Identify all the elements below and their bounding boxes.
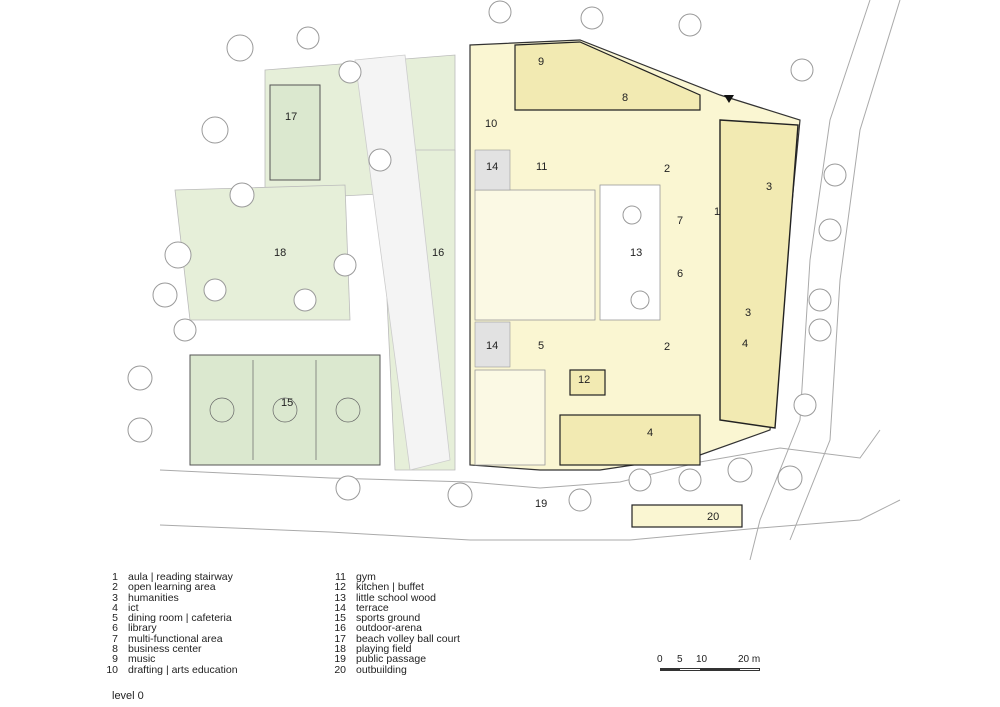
label-2-lower: 2 [664, 341, 670, 353]
beach-volley-court [269, 84, 321, 181]
kitchen [569, 369, 606, 396]
terrace-lower [474, 321, 511, 368]
label-12: 12 [578, 374, 590, 386]
floor-plan: 1 2 2 3 3 4 4 5 6 7 8 9 10 11 12 13 14 1… [127, 0, 901, 560]
scale-segment [660, 668, 680, 671]
label-2-upper: 2 [664, 163, 670, 175]
scale-mark-0: 0 [657, 654, 663, 665]
label-14-lower: 14 [486, 340, 498, 352]
label-19: 19 [535, 498, 547, 510]
scale-mark-10: 10 [696, 654, 708, 665]
scale-mark-5: 5 [677, 654, 683, 665]
entrance-marker [724, 95, 734, 103]
label-4-south: 4 [647, 427, 653, 439]
music-rooms [514, 41, 701, 111]
scale-bar: 0 5 10 20 m [652, 654, 772, 684]
label-10: 10 [485, 118, 497, 130]
outbuilding [631, 504, 743, 528]
terrace-upper [474, 149, 511, 191]
label-5: 5 [538, 340, 544, 352]
label-18: 18 [274, 247, 286, 259]
classroom-wing-east [719, 119, 799, 429]
label-7: 7 [677, 215, 683, 227]
label-11: 11 [536, 161, 547, 173]
landscape [174, 54, 456, 471]
label-9: 9 [538, 56, 544, 68]
room-labels: 1 2 2 3 3 4 4 5 6 7 8 9 10 11 12 13 14 1… [274, 56, 772, 523]
label-13: 13 [630, 247, 642, 259]
playing-field-area [174, 184, 351, 321]
label-1: 1 [714, 206, 720, 218]
label-15: 15 [281, 397, 293, 409]
scale-segment [700, 668, 740, 671]
label-6: 6 [677, 268, 683, 280]
label-8: 8 [622, 92, 628, 104]
label-3-upper: 3 [766, 181, 772, 193]
label-17: 17 [285, 111, 297, 123]
sports-ground [189, 354, 381, 466]
gym-hall [474, 189, 596, 321]
scale-mark-20: 20 m [738, 654, 761, 665]
level-caption: level 0 [112, 690, 144, 702]
ict-rooms [559, 414, 701, 466]
label-16: 16 [432, 247, 444, 259]
label-20: 20 [707, 511, 719, 523]
label-4-east: 4 [742, 338, 748, 350]
site-boundary [159, 0, 901, 560]
building [469, 39, 801, 528]
label-14-upper: 14 [486, 161, 498, 173]
gym-hall-lower [474, 369, 546, 466]
trees [127, 0, 847, 512]
label-3-lower: 3 [745, 307, 751, 319]
